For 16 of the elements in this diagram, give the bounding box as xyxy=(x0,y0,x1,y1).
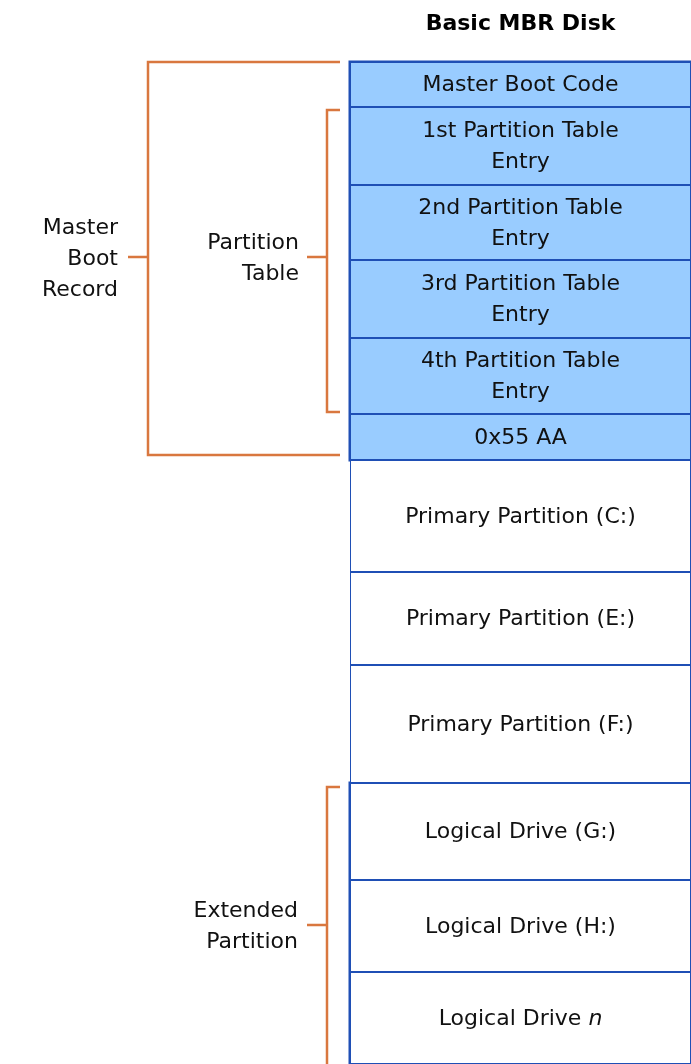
disk-region: Logical Drive (H:) xyxy=(350,880,691,972)
disk-region: 2nd Partition Table Entry xyxy=(350,185,691,260)
bracket-label: Partition Table xyxy=(206,228,299,287)
disk-region: Logical Drive n xyxy=(350,972,691,1064)
disk-region: 0x55 AA xyxy=(350,414,691,460)
disk-region: 4th Partition Table Entry xyxy=(350,338,691,414)
bracket-label: Extended Partition xyxy=(192,896,298,955)
disk-region: Logical Drive (G:) xyxy=(350,783,691,880)
disk-region: Primary Partition (C:) xyxy=(350,460,691,572)
disk-region: Master Boot Code xyxy=(350,62,691,107)
disk-region: 1st Partition Table Entry xyxy=(350,107,691,185)
bracket-label: Master Boot Record xyxy=(41,213,118,303)
diagram-title: Basic MBR Disk xyxy=(424,10,617,35)
disk-region: 3rd Partition Table Entry xyxy=(350,260,691,338)
disk-region: Primary Partition (E:) xyxy=(350,572,691,665)
disk-region: Primary Partition (F:) xyxy=(350,665,691,783)
